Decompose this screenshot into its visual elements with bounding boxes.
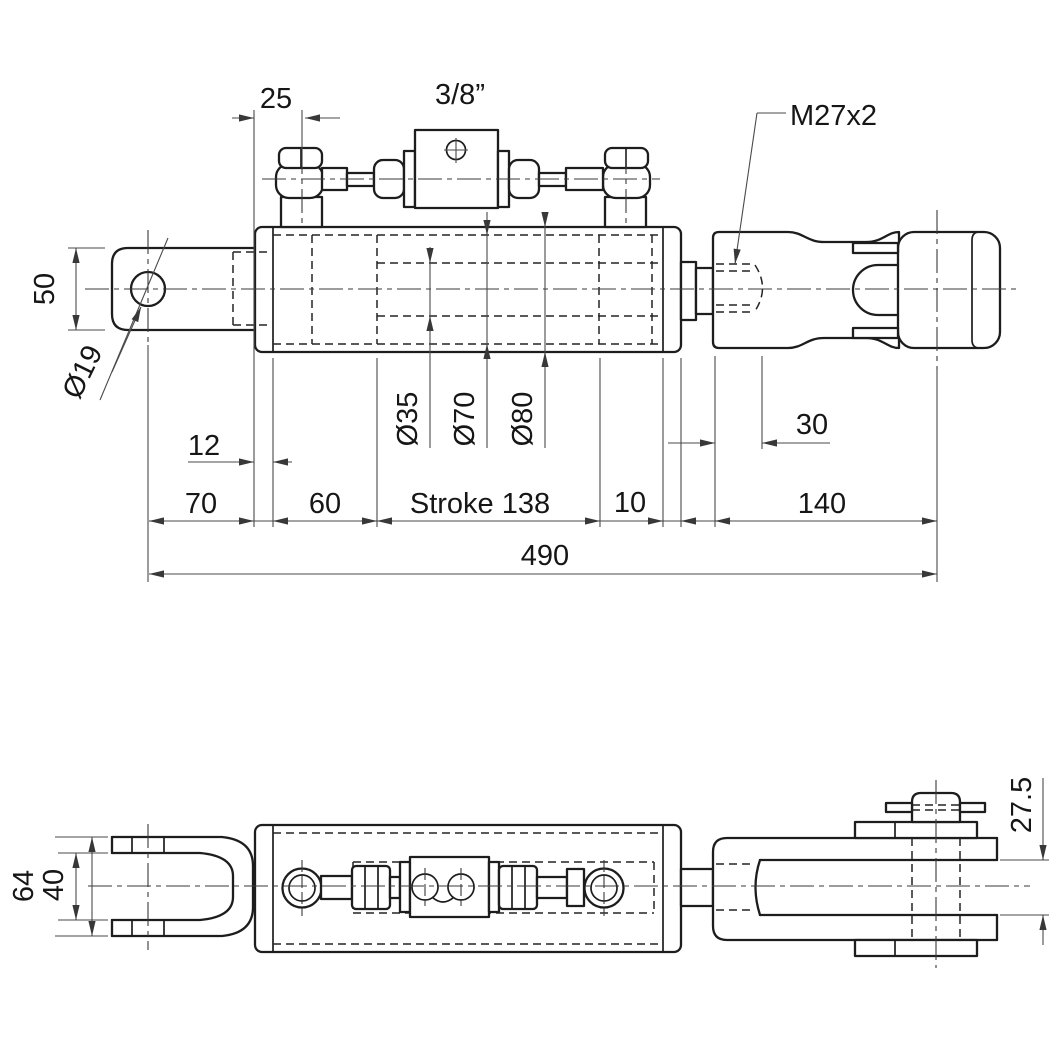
plan-view: 64 40 27.5 [8, 777, 1049, 968]
clevis-fork-right-plan [711, 791, 999, 958]
outer-dia-label: Ø80 [507, 392, 539, 447]
fork-body [896, 230, 1002, 350]
rod-end-coupler [711, 230, 901, 350]
side-view: 25 3/8” M27x2 50 Ø19 12 Ø35 Ø70 Ø80 30 7… [29, 79, 1020, 582]
fork-inner-width-label: 40 [38, 869, 70, 901]
stroke-label: Stroke 138 [410, 488, 550, 520]
linch-pin-left [884, 801, 914, 814]
bore-dia-label: Ø70 [449, 392, 481, 447]
pin-boss-top [853, 820, 979, 840]
dimensions-plan: 64 40 27.5 [8, 777, 1049, 945]
valve-assembly-plan [281, 855, 625, 919]
clevis-fork-side [851, 230, 1002, 350]
dim-25-label: 25 [260, 83, 292, 115]
fork-inner-slot [110, 851, 235, 922]
linch-pin-right [958, 801, 987, 814]
dim-60-label: 60 [309, 488, 341, 520]
pin-boss-bottom [853, 938, 979, 958]
fork-outer-width-label: 64 [8, 870, 40, 902]
hex-nut-left-plan [350, 864, 392, 911]
thread-spec-label: M27x2 [790, 100, 877, 132]
valve-block [413, 128, 500, 210]
rod-stub-plan [679, 867, 715, 908]
dim-30-label: 30 [796, 409, 828, 441]
hole-dia-label: Ø19 [57, 340, 110, 403]
fork-pin-head [910, 791, 962, 824]
dim-50-label: 50 [29, 273, 61, 305]
dimensions-side: 25 3/8” M27x2 50 Ø19 12 Ø35 Ø70 Ø80 30 7… [29, 79, 938, 582]
fork-slot [851, 263, 900, 317]
dim-27-5-label: 27.5 [1006, 777, 1038, 833]
overall-length-label: 490 [521, 540, 569, 572]
dim-12-label: 12 [188, 430, 220, 462]
dim-10-label: 10 [614, 487, 646, 519]
dim-70-label: 70 [185, 488, 217, 520]
dim-140-label: 140 [798, 488, 846, 520]
port-size-label: 3/8” [435, 79, 485, 111]
hex-nut-right-plan [497, 864, 539, 911]
rod-dia-label: Ø35 [392, 392, 424, 447]
centerlines-plan [88, 780, 1030, 968]
centerlines-side [85, 150, 1020, 370]
piston-rod-stub [679, 260, 715, 322]
